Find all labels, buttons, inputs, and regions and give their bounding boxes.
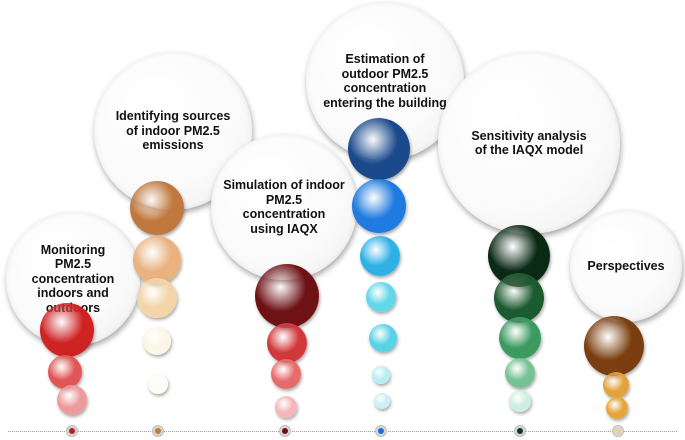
stage-5-dot-4 — [505, 358, 535, 388]
stage-label-6: Perspectives — [587, 258, 665, 273]
stage-bubble-6: Perspectives — [570, 210, 682, 322]
stage-3-dot-3 — [271, 359, 301, 389]
stage-2-dot-1 — [130, 181, 184, 235]
stage-bubble-5: Sensitivity analysis of the IAQX model — [438, 52, 620, 234]
stage-label-2: Identifying sources of indoor PM2.5 emis… — [115, 109, 231, 153]
stage-6-dot-3 — [606, 397, 628, 419]
stage-label-3: Simulation of indoor PM2.5 concentration… — [223, 178, 345, 236]
stage-6-dot-1 — [584, 316, 644, 376]
stage-3-dot-1 — [255, 264, 319, 328]
stage-4-dot-2 — [352, 179, 406, 233]
stage-label-5: Sensitivity analysis of the IAQX model — [471, 128, 587, 158]
stage-4-dot-4 — [366, 282, 396, 312]
timeline-marker-3 — [280, 426, 290, 436]
stage-5-dot-2 — [494, 273, 544, 323]
stage-4-dot-5 — [369, 324, 397, 352]
stage-4-dot-6 — [372, 366, 390, 384]
stage-3-dot-4 — [275, 396, 297, 418]
timeline-marker-2 — [153, 426, 163, 436]
stage-2-dot-2 — [133, 236, 181, 284]
stage-5-dot-3 — [499, 317, 541, 359]
stage-label-4: Estimation of outdoor PM2.5 concentratio… — [323, 52, 447, 110]
stage-bubble-2: Identifying sources of indoor PM2.5 emis… — [94, 52, 252, 210]
timeline-marker-4 — [376, 426, 386, 436]
timeline-marker-1 — [67, 426, 77, 436]
timeline-marker-5 — [515, 426, 525, 436]
stage-1-dot-3 — [57, 385, 87, 415]
stage-bubble-3: Simulation of indoor PM2.5 concentration… — [211, 134, 357, 280]
stage-1-dot-2 — [48, 355, 82, 389]
stage-4-dot-3 — [360, 236, 400, 276]
stage-4-dot-7 — [374, 393, 390, 409]
stage-6-dot-2 — [603, 372, 629, 398]
stage-2-dot-5 — [148, 374, 168, 394]
stage-1-dot-1 — [40, 303, 94, 357]
stage-2-dot-4 — [143, 327, 171, 355]
stage-2-dot-3 — [137, 278, 177, 318]
timeline-baseline — [8, 431, 677, 432]
stage-4-dot-1 — [348, 118, 410, 180]
timeline-marker-6 — [613, 426, 623, 436]
stage-5-dot-5 — [509, 390, 531, 412]
stage-3-dot-2 — [267, 323, 307, 363]
